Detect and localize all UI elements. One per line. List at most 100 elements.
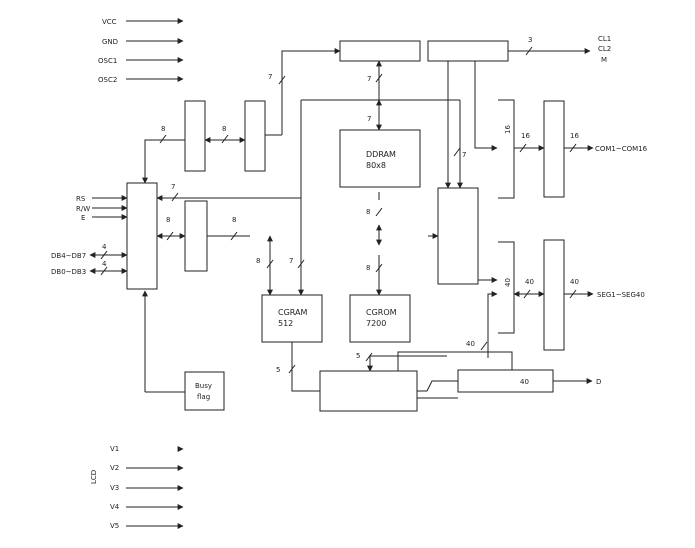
cgram-to-ps-width: 5 bbox=[276, 366, 280, 374]
latch-in-wire bbox=[487, 291, 498, 358]
mpu-bus-slash bbox=[159, 134, 167, 144]
shift-out-width: 40 bbox=[520, 378, 529, 386]
ddram-data-width: 7 bbox=[367, 115, 371, 123]
pin-db-high-slash bbox=[100, 250, 108, 260]
reg-to-reg-width: 8 bbox=[222, 125, 226, 133]
seg-output-label: SEG1~SEG40 bbox=[597, 291, 645, 299]
common-shift-register bbox=[498, 99, 515, 199]
dr-to-cg-slash bbox=[230, 231, 238, 241]
segment-driver-block bbox=[543, 239, 565, 351]
pin-vcc-label: VCC bbox=[102, 18, 117, 26]
segment-shift-register bbox=[498, 241, 515, 334]
reg-to-reg-slash bbox=[221, 134, 229, 144]
pin-osc2-label: OSC2 bbox=[98, 76, 117, 84]
com-mid-width: 16 bbox=[521, 132, 530, 140]
seg-mid-width: 40 bbox=[525, 278, 534, 286]
pin-rw-label: R/W bbox=[76, 205, 90, 213]
pin-v1-label: V1 bbox=[110, 445, 119, 453]
ddram-addr-slash bbox=[375, 73, 383, 83]
instruction-register bbox=[184, 100, 206, 172]
cgram-size-label: 512 bbox=[278, 319, 293, 328]
latch-in-slash bbox=[480, 341, 488, 351]
pin-osc1-label: OSC1 bbox=[98, 57, 117, 65]
ddram-to-cursor-slash bbox=[453, 147, 461, 157]
ddram-size-label: 80x8 bbox=[366, 161, 386, 170]
output-m-label: M bbox=[601, 56, 607, 64]
address-counter-block bbox=[339, 40, 421, 62]
seg-out-width: 40 bbox=[570, 278, 579, 286]
cgrom-size-label: 7200 bbox=[366, 319, 386, 328]
seg-mid-slash bbox=[523, 289, 531, 299]
pin-db-high-label: DB4~DB7 bbox=[51, 252, 86, 260]
addr-counter-in-slash bbox=[278, 75, 286, 85]
cgrom-label: CGROM bbox=[366, 308, 397, 317]
seg-in-width: 40 bbox=[504, 278, 512, 287]
com-in-width: 16 bbox=[504, 125, 512, 134]
mpu-bus-width: 8 bbox=[161, 125, 165, 133]
cg-to-ps-slash bbox=[365, 352, 373, 362]
pin-v4-label: V4 bbox=[110, 503, 120, 511]
com-out-slash bbox=[569, 143, 577, 153]
busy-flag-label-2: flag bbox=[197, 393, 210, 401]
pin-v3-label: V3 bbox=[110, 484, 119, 492]
output-cl2-label: CL2 bbox=[598, 45, 611, 53]
output-cl1-label: CL1 bbox=[598, 35, 611, 43]
pin-db-low-width: 4 bbox=[102, 260, 107, 268]
cgrom-in-width-label: 8 bbox=[366, 208, 370, 216]
addr-counter-in-width: 7 bbox=[268, 73, 272, 81]
ddram-block bbox=[339, 129, 421, 188]
cgrom-in-width: 8 bbox=[366, 264, 370, 272]
cgram-block bbox=[261, 294, 323, 343]
pin-db-high-width: 4 bbox=[102, 243, 107, 251]
timing-to-com-wire bbox=[474, 61, 498, 151]
lcd-voltage-pins: LCD V1 V2 V3 V4 V5 bbox=[90, 445, 184, 530]
cursor-blink-block bbox=[437, 187, 479, 285]
cgram-label: CGRAM bbox=[278, 308, 307, 317]
pin-e-label: E bbox=[81, 214, 85, 222]
d-output-label: D bbox=[596, 378, 601, 386]
latch-in-width: 40 bbox=[466, 340, 475, 348]
cgram-data-slash bbox=[297, 259, 305, 269]
timing-out-width: 3 bbox=[528, 36, 532, 44]
com-output-label: COM1~COM16 bbox=[595, 145, 648, 153]
dr-to-cg-width: 8 bbox=[232, 216, 236, 224]
instruction-decoder bbox=[244, 100, 266, 172]
pin-db-low-slash bbox=[100, 266, 108, 276]
lcd-group-label: LCD bbox=[90, 470, 98, 484]
pin-v5-label: V5 bbox=[110, 522, 119, 530]
mpu-bus-wire bbox=[142, 139, 185, 184]
addr-counter-in-wire bbox=[281, 48, 341, 135]
busy-flag-label: Busy bbox=[195, 382, 212, 390]
mpu-to-dr-slash bbox=[166, 231, 174, 241]
ddram-addr-width: 7 bbox=[367, 75, 371, 83]
data-register-block bbox=[184, 200, 208, 272]
common-driver-block bbox=[543, 100, 565, 198]
busy-flag-block bbox=[184, 371, 225, 411]
pin-rs-label: RS bbox=[76, 195, 86, 203]
timing-generator-block bbox=[427, 40, 509, 62]
ir-feedback-width: 7 bbox=[171, 183, 175, 191]
ddram-to-cursor-width: 7 bbox=[462, 151, 466, 159]
ir-feedback-slash bbox=[171, 192, 179, 202]
cgram-to-ps-slash bbox=[288, 364, 296, 374]
cgrom-block bbox=[349, 294, 411, 343]
pin-v2-label: V2 bbox=[110, 464, 119, 472]
cgram-addr-slash bbox=[266, 259, 274, 269]
com-out-width: 16 bbox=[570, 132, 579, 140]
power-pins: VCC GND OSC1 OSC2 bbox=[98, 18, 184, 84]
mpu-to-dr-width: 8 bbox=[166, 216, 170, 224]
cgrom-in-slash bbox=[375, 263, 383, 273]
mpu-interface-block bbox=[126, 182, 158, 290]
pin-gnd-label: GND bbox=[102, 38, 118, 46]
com-mid-slash bbox=[519, 143, 527, 153]
ddram-bottom-slash bbox=[375, 207, 383, 217]
timing-out-slash bbox=[525, 46, 533, 56]
output-shift-block bbox=[457, 369, 554, 393]
seg-out-slash bbox=[569, 289, 577, 299]
cg-to-ps-width: 5 bbox=[356, 352, 360, 360]
cgram-addr-width: 8 bbox=[256, 257, 260, 265]
ddram-label: DDRAM bbox=[366, 150, 396, 159]
cursor-to-ps-wire bbox=[397, 351, 513, 371]
pin-db-low-label: DB0~DB3 bbox=[51, 268, 86, 276]
cgram-to-ps-wire bbox=[291, 342, 320, 392]
